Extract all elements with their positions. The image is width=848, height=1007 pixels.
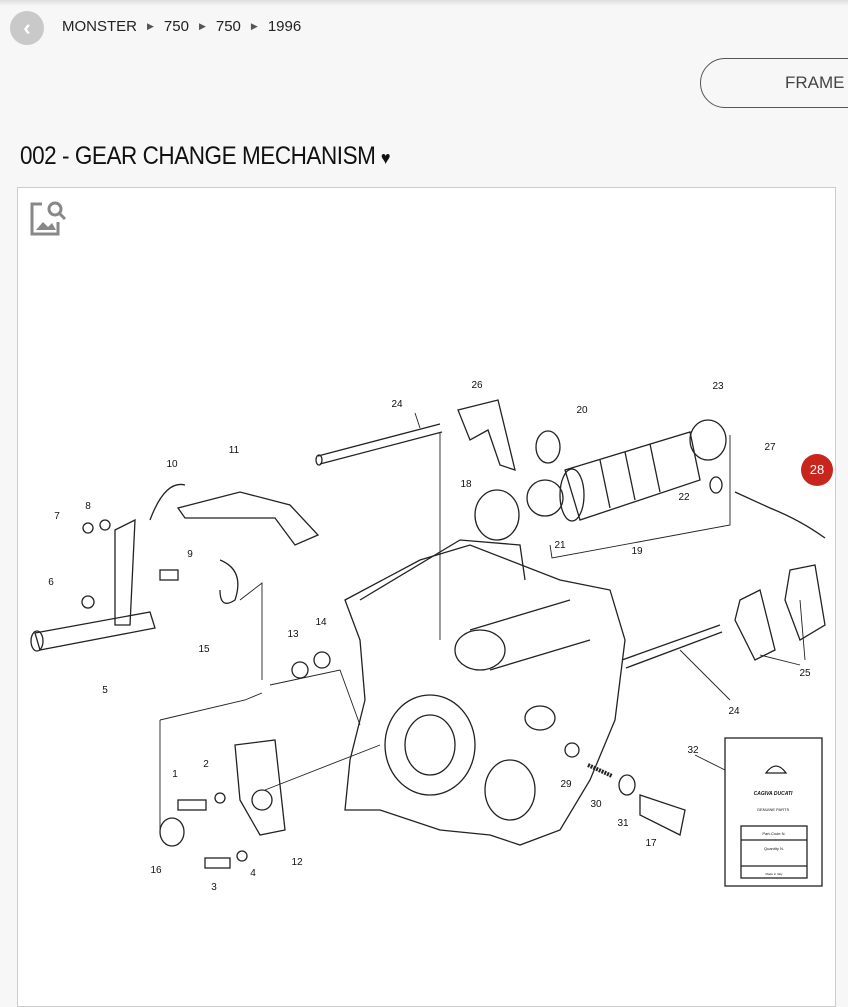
circlip-23 xyxy=(689,419,727,461)
page-title-text: 002 - GEAR CHANGE MECHANISM xyxy=(20,142,376,170)
callout-label[interactable]: 29 xyxy=(560,779,572,790)
washer-31 xyxy=(618,774,636,796)
callout-label[interactable]: 3 xyxy=(211,882,217,893)
genuine-parts-card: CAGIVA DUCATI GENUINE PARTS Part-Code N.… xyxy=(724,737,823,887)
card-subtitle: GENUINE PARTS xyxy=(757,807,790,812)
bearing xyxy=(251,789,273,811)
sensor-cable xyxy=(734,491,826,539)
callout-label[interactable]: 30 xyxy=(590,799,602,810)
callout-label[interactable]: 16 xyxy=(150,865,162,876)
plug-17 xyxy=(639,794,686,836)
circlip-14 xyxy=(313,651,331,669)
callout-label[interactable]: 27 xyxy=(764,442,776,453)
seal-16 xyxy=(159,817,185,847)
shift-rod-lower xyxy=(621,624,723,669)
spring-15 xyxy=(219,559,239,604)
triangle-right-icon: ▶ xyxy=(147,21,154,31)
callout-label[interactable]: 31 xyxy=(617,818,629,829)
callout-label[interactable]: 20 xyxy=(576,405,588,416)
washer-4 xyxy=(236,850,248,862)
star-wheel xyxy=(526,479,564,517)
spring-30 xyxy=(587,763,613,778)
shift-arm xyxy=(114,518,136,626)
back-button[interactable]: ‹ xyxy=(10,11,44,45)
breadcrumb: MONSTER ▶ 750 ▶ 750 ▶ 1996 xyxy=(62,18,301,35)
nut-6 xyxy=(81,595,95,609)
top-shadow xyxy=(0,0,848,6)
callout-label[interactable]: 5 xyxy=(102,685,108,696)
selector-drum xyxy=(559,431,701,522)
washer-8 xyxy=(99,519,111,531)
bolt-3 xyxy=(204,857,231,869)
plate-12 xyxy=(234,739,286,836)
shift-rod-upper xyxy=(315,423,443,466)
callout-label[interactable]: 9 xyxy=(187,549,193,560)
washer-2 xyxy=(214,792,226,804)
callout-label[interactable]: 1 xyxy=(172,769,178,780)
callout-label[interactable]: 26 xyxy=(471,380,483,391)
washer-18 xyxy=(474,489,520,541)
shift-fork-26 xyxy=(457,399,516,471)
breadcrumb-item[interactable]: MONSTER xyxy=(62,18,137,35)
frame-button[interactable]: FRAME xyxy=(700,58,848,108)
callout-label[interactable]: 13 xyxy=(287,629,299,640)
chevron-left-icon: ‹ xyxy=(23,15,31,40)
callout-label[interactable]: 25 xyxy=(799,668,811,679)
nut-7 xyxy=(82,522,94,534)
callout-label[interactable]: 18 xyxy=(460,479,472,490)
triangle-right-icon: ▶ xyxy=(250,21,258,31)
callout-label[interactable]: 23 xyxy=(712,381,724,392)
diagram-panel xyxy=(17,187,836,1007)
gear-shaft-5 xyxy=(30,611,156,652)
circlip-20 xyxy=(535,430,561,464)
callout-label[interactable]: 2 xyxy=(203,759,209,770)
spring-10 xyxy=(149,483,186,521)
callout-label[interactable]: 24 xyxy=(728,706,740,717)
bolt-1 xyxy=(177,799,207,811)
shift-fork-25a xyxy=(734,589,776,661)
callout-label[interactable]: 8 xyxy=(85,501,91,512)
washer-27 xyxy=(709,476,723,494)
page-title: 002 - GEAR CHANGE MECHANISM♥ xyxy=(20,142,390,171)
callout-label[interactable]: 32 xyxy=(687,745,699,756)
bolt-9 xyxy=(159,569,179,581)
ball-29 xyxy=(564,742,580,758)
selector-lever-11 xyxy=(176,491,320,546)
washer-13 xyxy=(291,661,309,679)
callout-label[interactable]: 4 xyxy=(250,868,256,879)
triangle-right-icon: ▶ xyxy=(198,21,206,31)
card-field2: Quantity N. xyxy=(764,846,784,851)
callout-label[interactable]: 10 xyxy=(166,459,178,470)
heart-icon[interactable]: ♥ xyxy=(380,148,391,168)
callout-badge[interactable] xyxy=(801,454,833,486)
breadcrumb-item[interactable]: 750 xyxy=(215,18,241,35)
card-field1: Part-Code N. xyxy=(762,831,785,836)
callout-label[interactable]: 28 xyxy=(810,462,824,477)
callout-label[interactable]: 7 xyxy=(54,511,60,522)
callout-label[interactable]: 14 xyxy=(315,617,327,628)
crankcase xyxy=(344,539,626,846)
breadcrumb-item[interactable]: 750 xyxy=(163,18,189,35)
callout-selected[interactable]: 28 xyxy=(801,454,833,486)
callout-label[interactable]: 17 xyxy=(645,838,657,849)
callout-label[interactable]: 21 xyxy=(554,540,566,551)
card-footer: Made in Italy xyxy=(765,872,783,876)
shift-fork-25b xyxy=(784,564,826,641)
image-zoom-icon[interactable] xyxy=(28,198,68,238)
callout-label[interactable]: 11 xyxy=(229,445,240,456)
callout-label[interactable]: 15 xyxy=(198,644,210,655)
leader-lines xyxy=(159,412,806,830)
callout-label[interactable]: 19 xyxy=(631,546,643,557)
callout-label[interactable]: 6 xyxy=(48,577,54,588)
breadcrumb-item[interactable]: 1996 xyxy=(267,18,302,35)
card-brand: CAGIVA DUCATI xyxy=(754,791,793,797)
callout-label[interactable]: 12 xyxy=(291,857,303,868)
callout-label[interactable]: 24 xyxy=(391,399,403,410)
callout-label[interactable]: 22 xyxy=(678,492,690,503)
